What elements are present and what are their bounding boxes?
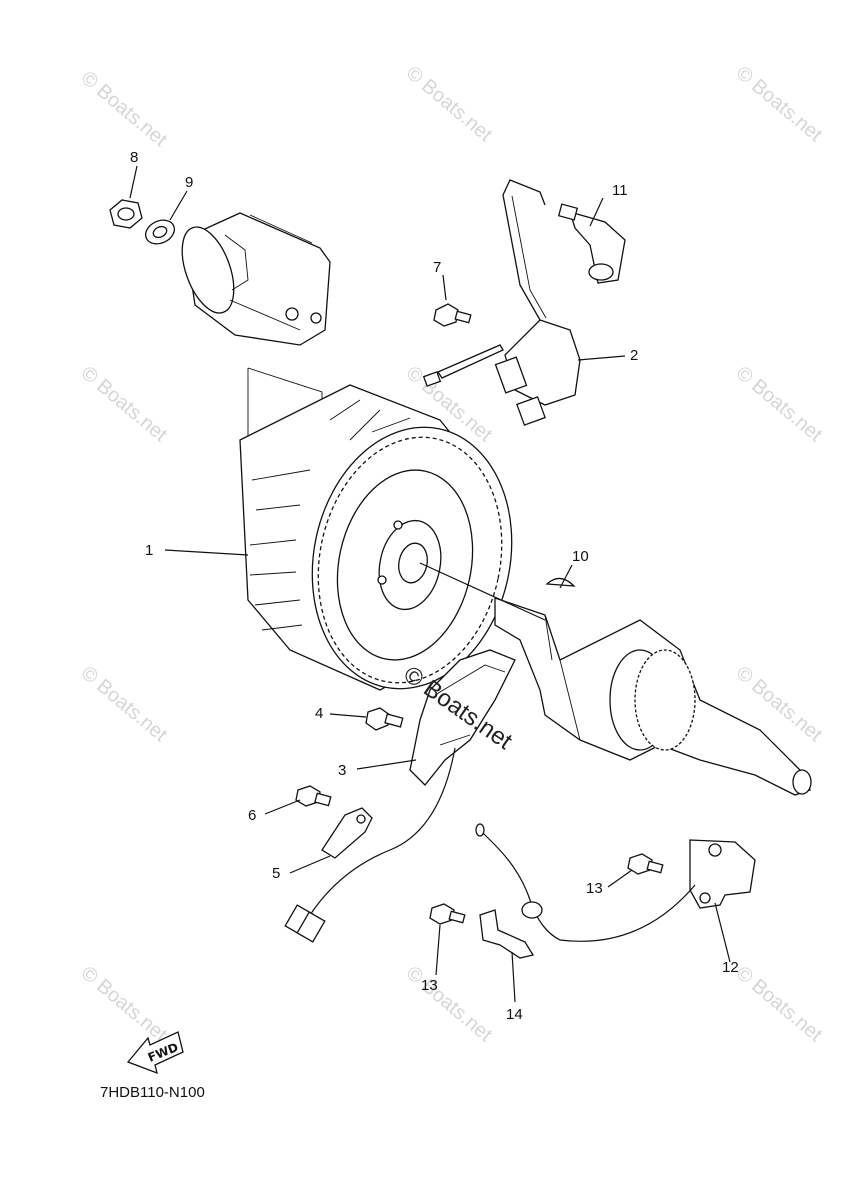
sensor-bolt	[627, 853, 664, 875]
leader-lines	[129, 165, 731, 1003]
callout-13: 13	[586, 880, 603, 897]
wire-clamp	[479, 909, 535, 959]
flywheel	[239, 384, 513, 691]
watermark: © Boats.net	[402, 62, 497, 146]
diagram-code: 7HDB110-N100	[100, 1084, 205, 1101]
watermark: © Boats.net	[732, 62, 827, 146]
ignition-coil	[494, 179, 581, 426]
callout-12: 12	[722, 959, 739, 976]
callout-1: 1	[145, 542, 153, 559]
ground-bolt	[295, 785, 332, 807]
callout-9: 9	[185, 174, 193, 191]
coil-screw	[422, 344, 504, 387]
pulser-coil	[284, 649, 516, 943]
coil-bolt	[433, 303, 472, 327]
watermark: © Boats.net	[732, 362, 827, 446]
watermark: © Boats.net	[732, 962, 827, 1046]
callout-6: 6	[248, 807, 256, 824]
callout-7: 7	[433, 259, 441, 276]
washer	[144, 219, 176, 245]
callout-10: 10	[572, 548, 589, 565]
callout-3: 3	[338, 762, 346, 779]
callout-4: 4	[315, 705, 323, 722]
nut	[109, 199, 143, 229]
watermark: © Boats.net	[77, 362, 172, 446]
oil-sensor	[475, 823, 756, 942]
callout-8: 8	[130, 149, 138, 166]
pulser-bolt	[365, 707, 404, 731]
woodruff-key	[545, 577, 576, 587]
ground-lead	[321, 807, 373, 859]
spark-plug-cap	[557, 203, 626, 284]
callout-13b: 13	[421, 977, 438, 994]
clamp-bolt	[429, 903, 466, 925]
crankshaft	[494, 597, 812, 796]
callouts: 8 9 11 7 2 1 10 4 3 6 5 13 12 13 14	[130, 149, 739, 1023]
watermark: © Boats.net	[402, 962, 497, 1046]
callout-11: 11	[612, 182, 628, 199]
starter-cup	[181, 212, 331, 346]
fwd-arrow-icon: FWD	[126, 1031, 184, 1075]
callout-5: 5	[272, 865, 280, 882]
callout-2: 2	[630, 347, 638, 364]
watermark: © Boats.net	[77, 67, 172, 151]
watermark: © Boats.net	[77, 962, 172, 1046]
watermark: © Boats.net	[77, 662, 172, 746]
callout-14: 14	[506, 1006, 523, 1023]
